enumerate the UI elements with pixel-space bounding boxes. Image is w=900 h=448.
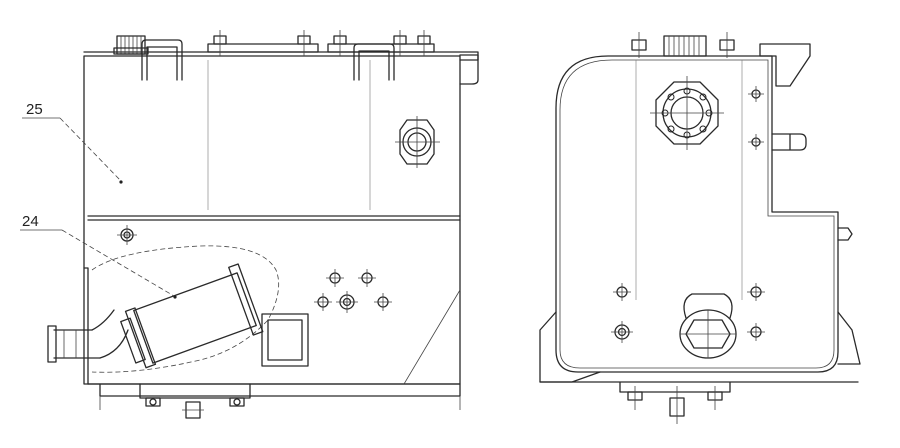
drain-plug [182,401,204,419]
end-construction-lines [635,60,743,300]
end-fittings [611,86,765,343]
filter-bracket [261,313,309,367]
side-hose-nipple [771,133,807,151]
callout-label-25: 25 [26,101,43,118]
top-flange-bar-1 [207,43,319,53]
bottom-slant [403,289,461,385]
fitting-upper-left [117,225,137,245]
filter-hidden-outline [91,245,280,373]
tank-end-view [539,32,861,424]
end-body-outline [555,55,839,373]
base-flange [139,383,251,399]
base-lines [87,383,461,397]
mid-divider [87,215,461,221]
filter-element-icon [120,263,264,369]
step-fitting [837,227,853,241]
top-flange-bar-2 [327,43,435,53]
lifting-handle-right [353,43,395,81]
end-bottom-bolts [627,386,723,424]
fitting-group [314,269,392,313]
filler-cap-icon [113,35,149,55]
outlet-pipe [47,267,129,385]
callout-label-24: 24 [22,213,39,230]
bottom-edge [99,396,461,410]
top-pipe-stub [459,54,479,85]
top-bracket [759,43,811,87]
bottom-bolt-right [229,397,245,407]
tank-side-view: 25 24 [20,30,479,419]
base-rail [539,381,859,393]
bottom-bolt-left [145,397,161,407]
right-foot [837,311,861,365]
construction-lines [207,60,371,210]
sight-port-icon [395,116,440,168]
end-body-inner [559,59,835,369]
top-bolts [213,30,431,56]
end-filler-cap-icon [631,32,735,58]
bolted-flange-icon [650,76,724,150]
callout-24: 24 [20,213,177,299]
callout-25: 25 [22,101,123,184]
lifting-handle-left [141,39,183,81]
suction-port-icon [679,293,737,359]
